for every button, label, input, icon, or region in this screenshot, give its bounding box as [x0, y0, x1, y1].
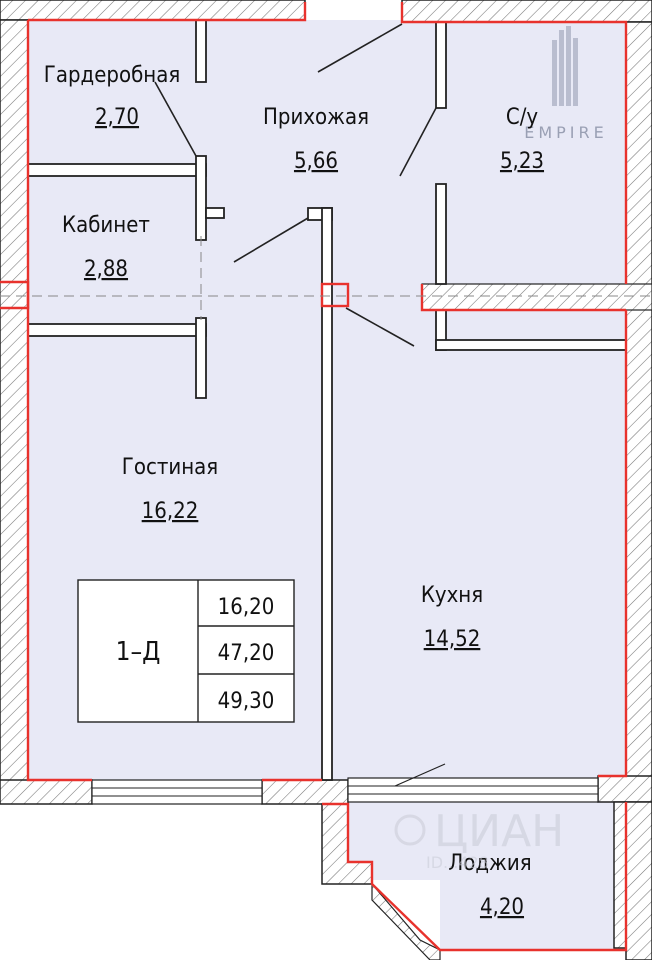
watermark-text: ЦИАН: [434, 806, 564, 857]
room-name-hallway: Прихожая: [263, 105, 369, 130]
wall-loggia-diagonal: [371, 882, 441, 960]
watermark-id: ID...428: [426, 853, 489, 872]
room-area-office: 2,88: [84, 257, 128, 282]
door-office: [233, 217, 309, 263]
wall-right: [625, 21, 652, 803]
room-area-bathroom: 5,23: [500, 149, 544, 174]
door-kitchen: [345, 307, 415, 347]
summary-table-frame: [77, 579, 295, 723]
room-name-wardrobe: Гардеробная: [44, 63, 181, 88]
cian-watermark: ЦИАН ID...428: [394, 806, 564, 872]
wall-left: [0, 19, 29, 786]
table-value-total-area: 47,20: [218, 641, 275, 666]
window-living-room: [91, 779, 263, 805]
wall-office-right-upper: [195, 155, 207, 241]
wall-mid-right: [421, 283, 652, 311]
room-area-hallway: 5,66: [294, 149, 338, 174]
room-labels: Гардеробная 2,70 Прихожая 5,66 С/у 5,23 …: [44, 63, 544, 920]
wall-bottom-left: [0, 779, 93, 805]
windows: [91, 763, 599, 805]
wall-bathroom-left-lower: [435, 183, 447, 285]
building-logo-icon: [552, 26, 578, 106]
summary-table: 1–Д 16,20 47,20 49,30: [77, 579, 295, 723]
room-name-office: Кабинет: [62, 213, 150, 238]
wall-office-notch: [205, 207, 225, 219]
room-area-living: 16,22: [142, 499, 199, 524]
room-name-kitchen: Кухня: [421, 583, 483, 608]
wall-kitchen-top: [435, 339, 627, 351]
wall-top-left: [0, 0, 306, 21]
outline-mid-left: [0, 280, 30, 310]
room-name-living: Гостиная: [122, 455, 218, 480]
room-name-loggia: Лоджия: [448, 851, 531, 876]
door-entrance: [317, 23, 403, 73]
red-outline: [0, 2, 628, 952]
door-swings: [154, 23, 437, 347]
balcony-door-swing: [394, 763, 446, 787]
wall-office-right-lower: [195, 317, 207, 399]
logo-text: EMPIRE: [524, 123, 608, 142]
room-area-wardrobe: 2,70: [95, 105, 139, 130]
wall-top-right: [401, 0, 652, 23]
table-value-area-with-loggia: 49,30: [218, 689, 275, 714]
outline-right-lower: [598, 310, 628, 778]
wall-kitchen-left: [321, 207, 333, 781]
wall-bathroom-left-upper: [435, 21, 447, 109]
outline-mid-right: [420, 284, 626, 312]
outline-loggia: [322, 802, 628, 952]
outline-top-right: [400, 2, 628, 284]
apartment-type: 1–Д: [116, 637, 161, 667]
outline-top-left: [28, 2, 307, 22]
wall-loggia-right: [613, 801, 652, 960]
room-name-bathroom: С/у: [506, 105, 538, 130]
door-wardrobe: [154, 81, 197, 157]
room-area-kitchen: 14,52: [424, 627, 481, 652]
outline-column: [320, 282, 350, 308]
wall-wardrobe-bottom: [27, 163, 207, 177]
wall-mid-left-stub: [0, 281, 29, 309]
empire-logo: EMPIRE: [524, 26, 608, 142]
outline-left: [26, 20, 92, 782]
loggia-floor: [348, 790, 625, 950]
wall-office-bottom: [27, 323, 207, 337]
table-value-living-area: 16,20: [218, 595, 275, 620]
wall-wardrobe-right: [195, 19, 207, 83]
watermark-logo-icon: [394, 814, 426, 846]
door-bathroom: [399, 107, 437, 177]
wall-bottom-middle: [261, 779, 349, 805]
axis-lines: [0, 236, 652, 320]
room-area-loggia: 4,20: [480, 895, 524, 920]
window-kitchen: [347, 777, 599, 803]
interior-walls: [27, 19, 627, 781]
wall-bottom-right: [597, 775, 652, 803]
